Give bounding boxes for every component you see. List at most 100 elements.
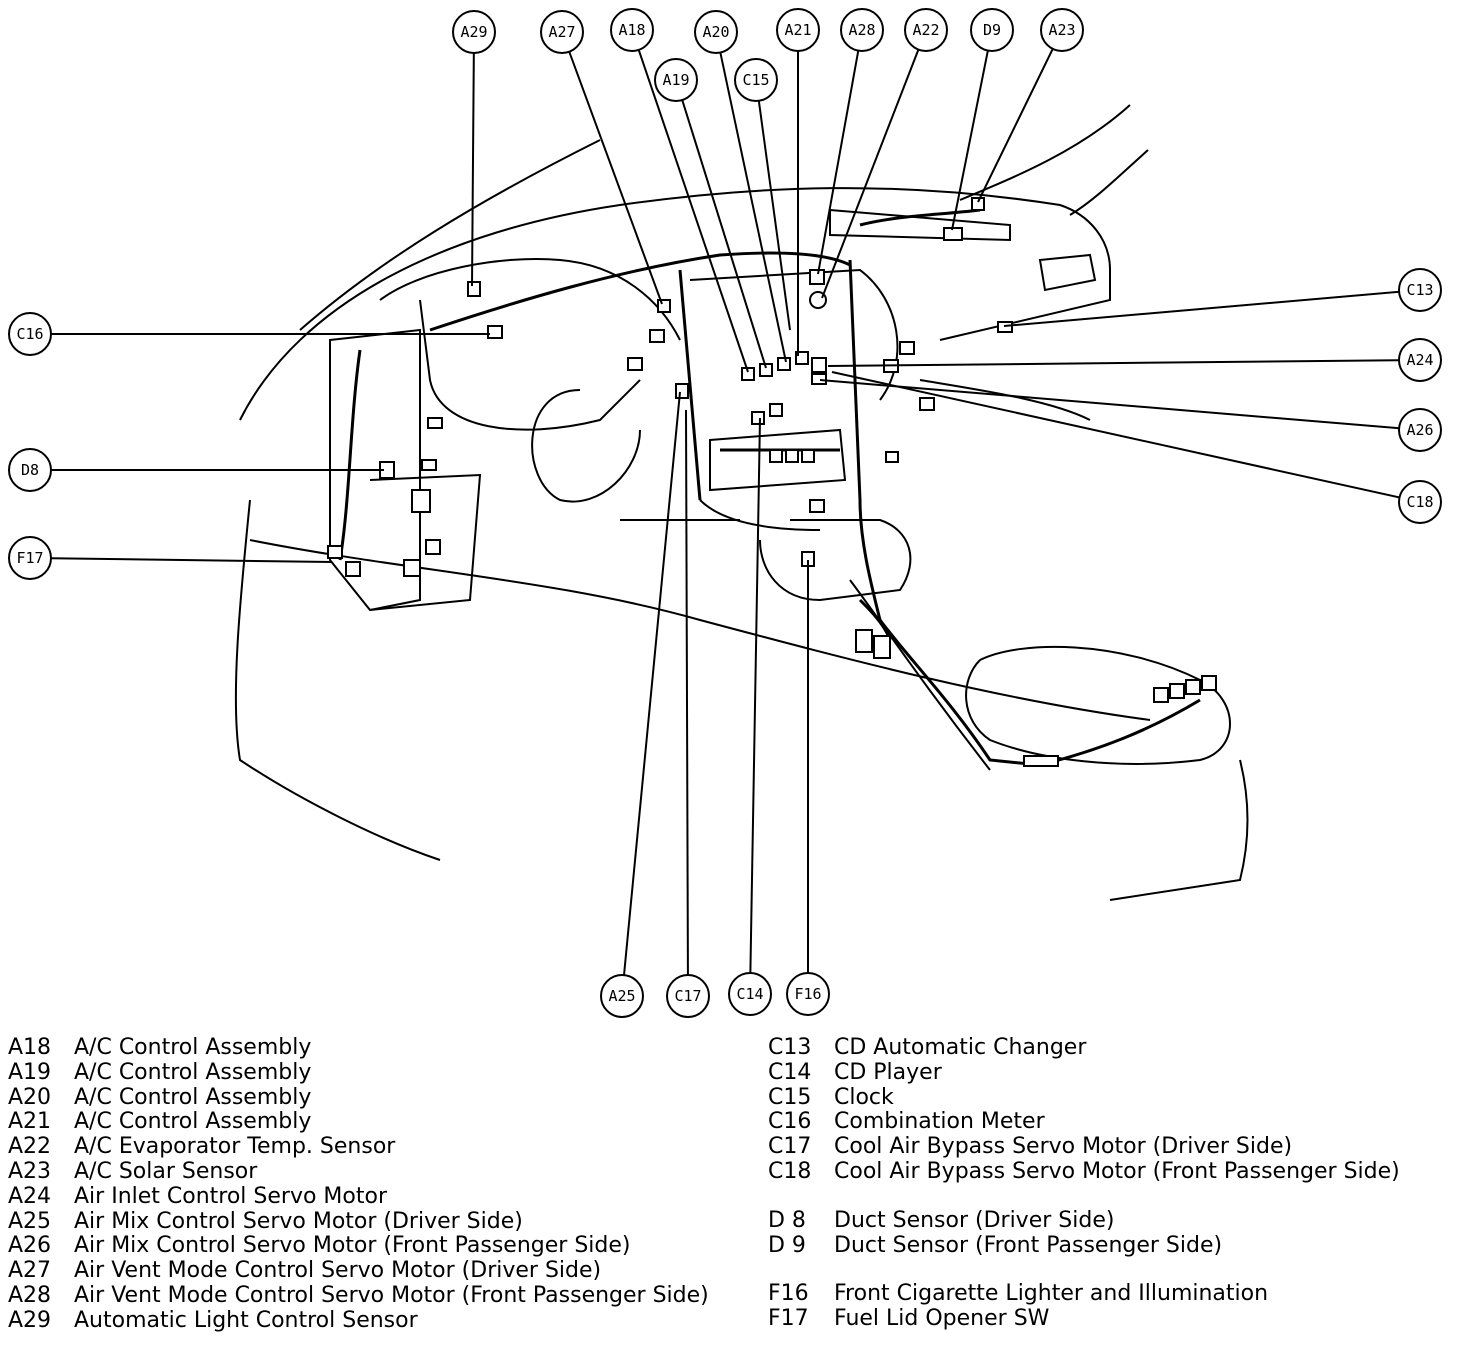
connectors [327,197,1217,767]
legend-item: C16 Combination Meter [768,1110,1458,1135]
callout-circle-d9 [970,8,1014,52]
leader-line-c13 [1003,290,1400,327]
legend-desc: A/C Evaporator Temp. Sensor [74,1134,396,1160]
callout-label-d9: D9 [983,21,1001,39]
legend-desc: Duct Sensor (Front Passenger Side) [834,1232,1223,1258]
legend-code: C13 [768,1035,812,1060]
callout-label-c13: C13 [1406,281,1433,299]
callout-label-a18: A18 [618,21,645,39]
legend-item: A19 A/C Control Assembly [8,1059,728,1086]
leader-line-a24 [827,359,1400,367]
legend-desc: A/C Control Assembly [74,1059,312,1085]
leader-line-c17 [685,409,689,976]
legend-desc: A/C Control Assembly [74,1084,312,1110]
leader-line-c14 [749,417,761,974]
callout-label-a25: A25 [608,987,635,1005]
legend-desc: Air Vent Mode Control Servo Motor (Drive… [74,1258,602,1284]
callout-label-c14: C14 [736,985,763,1003]
callout-label-d8: D8 [21,461,39,479]
legend-code: C16 [768,1109,812,1135]
leader-line-a23 [977,48,1054,203]
leader-line-a18 [637,49,749,373]
callout-circle-a20 [694,10,738,54]
callout-circle-c17 [666,974,710,1018]
legend-item: A20 A/C Control Assembly [8,1084,728,1111]
legend-item: C18 Cool Air Bypass Servo Motor (Front Pa… [768,1158,1458,1185]
legend-desc: CD Player [834,1059,942,1085]
legend-desc: Combination Meter [834,1109,1045,1135]
callout-label-c16: C16 [16,325,43,343]
legend-code: C15 [768,1084,812,1110]
legend-desc: Cool Air Bypass Servo Motor (Front Passe… [834,1158,1400,1184]
legend-code: C17 [768,1134,812,1160]
callout-circle-c18 [1398,480,1442,524]
callout-circle-a29 [452,10,496,54]
callout-label-c15: C15 [742,71,769,89]
legend-code: A21 [8,1109,52,1135]
legend-code: A18 [8,1035,52,1060]
legend-desc: Air Vent Mode Control Servo Motor (Front… [74,1282,709,1308]
dashboard-outline [234,104,1249,901]
callout-circle-a27 [540,10,584,54]
legend-desc: A/C Control Assembly [74,1035,312,1060]
leader-line-a28 [817,50,860,275]
legend-item: A23 A/C Solar Sensor [8,1158,728,1185]
legend-code: D 9 [768,1232,806,1258]
leader-line-c18 [831,371,1400,499]
legend-code: A20 [8,1084,52,1110]
wiring-harness [338,208,1201,767]
legend-item: C15 Clock [768,1084,1458,1111]
legend-desc: Duct Sensor (Driver Side) [834,1207,1115,1233]
callout-circle-d8 [8,448,52,492]
legend-code: A19 [8,1059,52,1085]
legend-item: D 8 Duct Sensor (Driver Side) [768,1207,1458,1234]
callout-circle-f17 [8,536,52,580]
callout-circle-a22 [904,8,948,52]
callout-label-a19: A19 [662,71,689,89]
legend-code: A23 [8,1158,52,1184]
leader-line-a20 [719,52,787,363]
leader-line-d9 [951,50,989,231]
leader-line-c15 [757,100,791,331]
legend-desc: Front Cigarette Lighter and Illumination [834,1281,1269,1307]
leader-line-a22 [821,49,920,299]
legend-item: A27 Air Vent Mode Control Servo Motor (Dr… [8,1258,728,1284]
callout-label-c18: C18 [1406,493,1433,511]
callout-circle-a26 [1398,408,1442,452]
legend-desc: Automatic Light Control Sensor [74,1307,418,1333]
legend-code: F17 [768,1306,809,1332]
legend-code: F16 [768,1281,809,1307]
legend-desc: Clock [834,1084,894,1110]
legend-code: D 8 [768,1207,806,1233]
callout-label-a24: A24 [1406,351,1433,369]
callout-label-a23: A23 [1048,21,1075,39]
legend-desc: A/C Control Assembly [74,1109,312,1135]
legend-item: A21 A/C Control Assembly [8,1110,728,1135]
callout-circle-c16 [8,312,52,356]
legend-item: F16 Front Cigarette Lighter and Illuminat… [768,1282,1458,1307]
callout-label-a20: A20 [702,23,729,41]
legend-code: C18 [768,1158,812,1184]
legend-desc: Air Mix Control Servo Motor (Front Passe… [74,1233,631,1259]
leader-line-f17 [50,557,333,563]
legend-code: A25 [8,1208,52,1234]
legend-code: A27 [8,1258,52,1284]
callout-label-f16: F16 [794,985,821,1003]
callout-label-a21: A21 [784,21,811,39]
legend-desc: Air Mix Control Servo Motor (Driver Side… [74,1208,523,1234]
callout-label-f17: F17 [16,549,43,567]
legend-desc: A/C Solar Sensor [74,1158,258,1184]
callout-circle-a25 [600,974,644,1018]
callout-circle-a18 [610,8,654,52]
callout-label-a26: A26 [1406,421,1433,439]
